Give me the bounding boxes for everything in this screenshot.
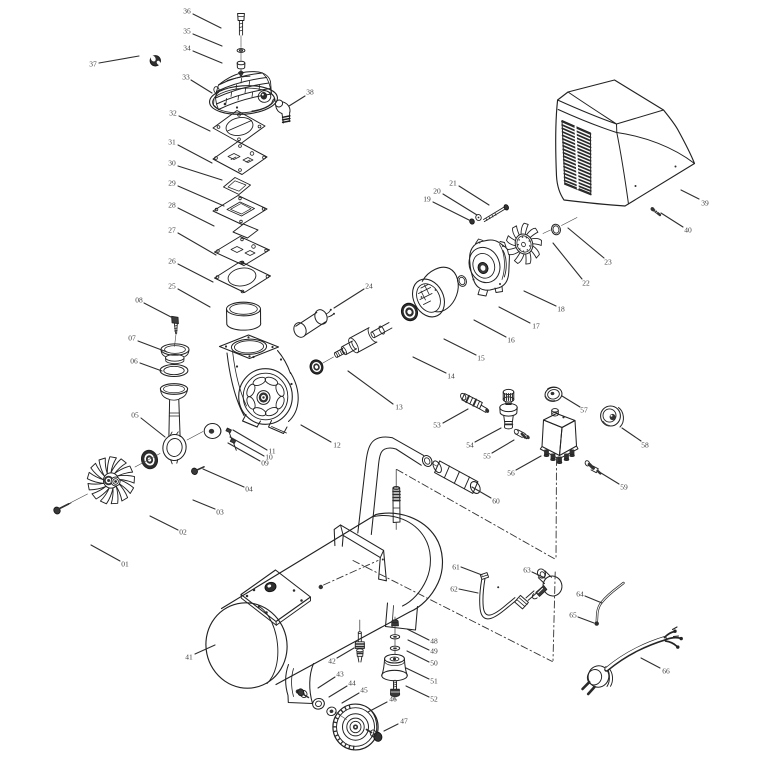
svg-text:09: 09: [261, 459, 269, 468]
svg-text:59: 59: [620, 483, 628, 492]
svg-text:63: 63: [523, 566, 531, 575]
svg-text:60: 60: [492, 497, 500, 506]
svg-text:61: 61: [452, 563, 460, 572]
svg-text:33: 33: [182, 73, 190, 82]
svg-text:05: 05: [131, 411, 139, 420]
svg-text:34: 34: [183, 44, 191, 53]
svg-text:50: 50: [430, 659, 438, 668]
svg-text:14: 14: [447, 372, 455, 381]
svg-text:19: 19: [423, 195, 431, 204]
svg-text:51: 51: [430, 677, 438, 686]
svg-text:06: 06: [130, 357, 138, 366]
svg-text:47: 47: [400, 717, 408, 726]
svg-text:29: 29: [168, 179, 176, 188]
svg-text:11: 11: [268, 447, 275, 456]
svg-text:10: 10: [265, 453, 273, 462]
svg-text:02: 02: [179, 528, 187, 537]
svg-text:16: 16: [507, 336, 515, 345]
svg-text:66: 66: [662, 667, 670, 676]
svg-text:32: 32: [169, 109, 177, 118]
svg-text:21: 21: [449, 179, 457, 188]
svg-text:22: 22: [582, 279, 590, 288]
svg-text:12: 12: [333, 441, 341, 450]
svg-text:08: 08: [135, 296, 143, 305]
svg-text:07: 07: [128, 334, 136, 343]
svg-text:42: 42: [328, 657, 336, 666]
svg-text:48: 48: [430, 637, 438, 646]
svg-text:49: 49: [430, 647, 438, 656]
svg-text:41: 41: [185, 653, 193, 662]
svg-text:31: 31: [168, 138, 176, 147]
svg-text:58: 58: [641, 441, 649, 450]
svg-text:36: 36: [183, 7, 191, 16]
svg-text:23: 23: [604, 258, 612, 267]
svg-text:38: 38: [306, 88, 314, 97]
svg-text:18: 18: [557, 305, 565, 314]
svg-text:52: 52: [430, 695, 438, 704]
svg-text:04: 04: [245, 485, 253, 494]
svg-text:13: 13: [395, 403, 403, 412]
svg-text:26: 26: [168, 257, 176, 266]
svg-text:37: 37: [89, 60, 97, 69]
svg-text:62: 62: [450, 585, 458, 594]
svg-text:54: 54: [466, 441, 474, 450]
svg-text:43: 43: [336, 670, 344, 679]
svg-text:44: 44: [348, 679, 356, 688]
svg-text:20: 20: [433, 187, 441, 196]
svg-text:55: 55: [483, 452, 491, 461]
svg-text:24: 24: [365, 282, 373, 291]
svg-text:01: 01: [121, 560, 129, 569]
svg-text:27: 27: [168, 226, 176, 235]
svg-text:53: 53: [433, 421, 441, 430]
svg-text:57: 57: [580, 406, 588, 415]
svg-text:39: 39: [701, 199, 709, 208]
svg-text:25: 25: [168, 282, 176, 291]
svg-text:03: 03: [216, 508, 224, 517]
svg-text:30: 30: [168, 159, 176, 168]
svg-text:15: 15: [477, 354, 485, 363]
svg-text:17: 17: [532, 322, 540, 331]
svg-text:45: 45: [360, 686, 368, 695]
svg-text:28: 28: [168, 201, 176, 210]
svg-text:35: 35: [183, 27, 191, 36]
svg-text:46: 46: [389, 695, 397, 704]
svg-text:65: 65: [569, 611, 577, 620]
svg-text:40: 40: [684, 226, 692, 235]
svg-text:64: 64: [576, 590, 584, 599]
svg-text:56: 56: [507, 469, 515, 478]
